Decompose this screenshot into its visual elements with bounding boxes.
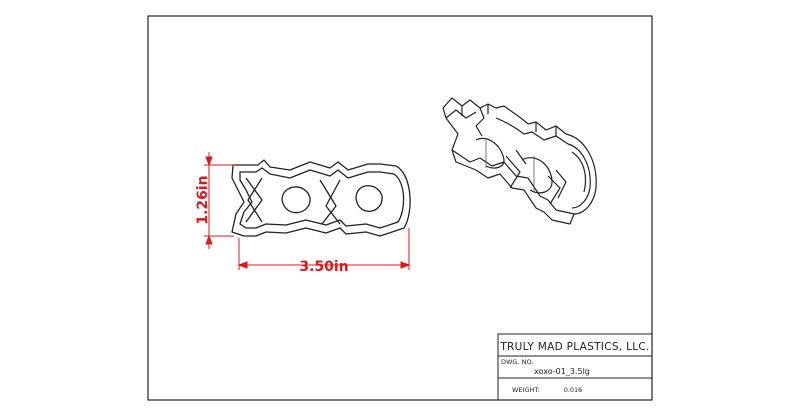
weight-label: WEIGHT: — [512, 386, 540, 394]
company-name: TRULY MAD PLASTICS, LLC. — [499, 341, 649, 353]
weight-value: 0.016 — [564, 386, 583, 394]
width-dimension-label: 3.50in — [299, 259, 348, 275]
front-view-outline — [231, 159, 411, 237]
height-dimension — [204, 152, 234, 249]
title-block — [497, 333, 653, 401]
dwg-no-value: xoxo-01_3.5lg — [534, 367, 590, 376]
dwg-no-label: DWG. NO. — [501, 358, 533, 366]
arrow-head — [400, 261, 411, 269]
isometric-view — [442, 97, 597, 225]
arrow-head — [237, 261, 248, 269]
height-dimension-label: 1.26in — [195, 175, 211, 224]
width-dimension — [237, 228, 411, 270]
sheet-border — [147, 15, 653, 401]
arrow-head — [205, 156, 213, 167]
arrow-head — [205, 234, 213, 245]
